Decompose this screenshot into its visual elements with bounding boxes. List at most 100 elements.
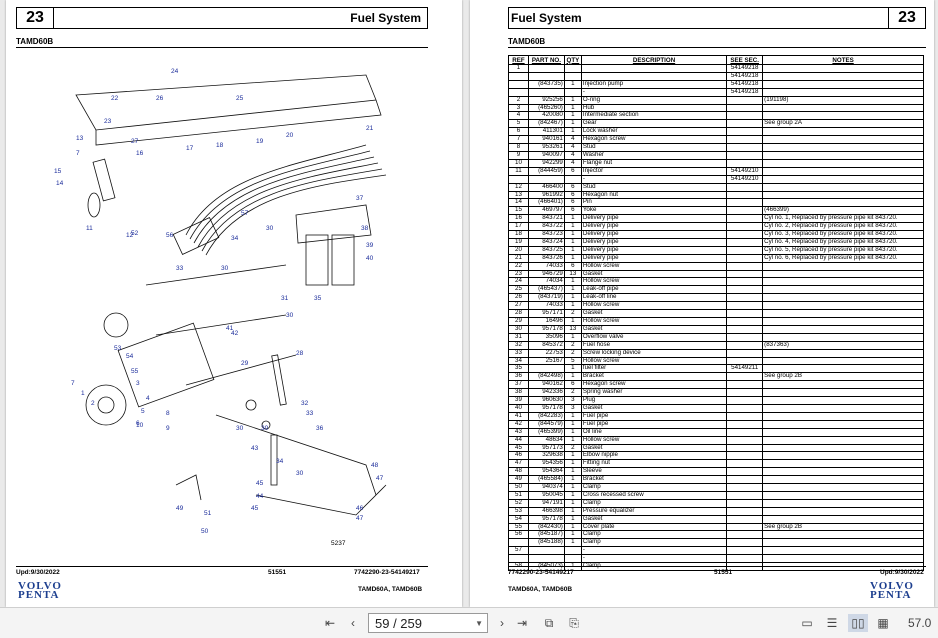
svg-text:6: 6 <box>136 420 140 427</box>
svg-text:34: 34 <box>231 235 239 242</box>
table-cell: 4 <box>508 111 529 121</box>
table-cell <box>508 554 529 564</box>
table-cell: 1 <box>563 498 582 508</box>
table-cell: 34 <box>508 356 529 366</box>
continuous-view-icon[interactable]: ☰ <box>826 616 838 630</box>
svg-text:47: 47 <box>376 475 384 482</box>
table-cell: (837363) <box>762 340 924 350</box>
table-cell: Injection pump <box>580 79 728 89</box>
models-label: TAMD60A, TAMD60B <box>508 586 573 593</box>
footer-divider <box>16 566 428 567</box>
table-cell: (465584) <box>527 475 565 485</box>
two-page-continuous-icon[interactable]: ▦ <box>877 616 889 630</box>
table-cell: 3 <box>563 396 582 405</box>
table-cell <box>726 332 764 342</box>
table-cell <box>527 174 565 184</box>
table-cell: 6 <box>508 127 529 137</box>
table-cell: 946729 <box>527 269 565 279</box>
table-cell <box>726 483 764 492</box>
table-cell: Washer <box>580 150 728 160</box>
table-cell <box>726 475 764 485</box>
table-cell <box>762 348 924 358</box>
table-cell: Cyl no. 5, Replaced by pressure pipe kit… <box>762 245 924 255</box>
table-cell <box>527 554 565 564</box>
table-cell: 1 <box>563 451 582 461</box>
table-cell: 411301 <box>527 127 565 137</box>
rotate-page-icon[interactable]: ⧉ <box>544 616 554 630</box>
prev-page-icon[interactable]: ‹ <box>351 616 355 630</box>
table-cell <box>580 71 728 81</box>
svg-text:41: 41 <box>226 325 234 332</box>
table-cell: 1 <box>563 95 582 105</box>
table-cell: Flange nut <box>580 158 728 168</box>
table-cell: 1 <box>563 538 582 548</box>
section-number: 23 <box>17 8 54 28</box>
table-cell <box>762 71 924 81</box>
table-cell: 56 <box>508 530 529 540</box>
table-cell: 843723 <box>527 230 565 239</box>
table-cell <box>762 538 924 548</box>
table-cell: fuel filter <box>580 364 728 374</box>
first-page-icon[interactable]: ⇤ <box>324 616 336 630</box>
svg-text:40: 40 <box>366 255 374 262</box>
table-cell: 942299 <box>527 158 565 168</box>
models-label: TAMD60A, TAMD60B <box>358 586 423 593</box>
svg-text:7: 7 <box>76 150 80 157</box>
table-cell <box>726 261 764 271</box>
zoom-level[interactable]: 57.0 <box>908 616 932 630</box>
table-cell: 24 <box>508 277 529 287</box>
table-cell: 961992 <box>527 190 565 200</box>
table-cell: (845187) <box>527 530 565 540</box>
table-cell: 6 <box>563 166 582 176</box>
table-cell: Overflow valve <box>580 332 728 342</box>
table-cell: Hollow screw <box>580 356 728 366</box>
next-page-icon[interactable]: › <box>500 616 504 630</box>
table-cell: (466399) <box>762 206 924 216</box>
model-label: TAMD60B <box>16 37 54 46</box>
page-selector[interactable]: 59 / 259 ▼ <box>368 613 488 633</box>
table-cell <box>762 182 924 192</box>
table-cell: Hollow screw <box>580 317 728 326</box>
table-cell: 33 <box>508 348 529 358</box>
table-cell: Elbow nipple <box>580 451 728 461</box>
table-cell <box>762 285 924 295</box>
table-cell: 843724 <box>527 237 565 247</box>
svg-text:34: 34 <box>276 458 284 465</box>
table-cell <box>726 396 764 405</box>
exploded-parts-diagram: 24 22 26 25 23 27 13 7 15 14 16 17 18 19… <box>54 68 387 547</box>
table-cell: 843721 <box>527 214 565 224</box>
table-cell: (465399) <box>527 427 565 437</box>
table-cell: 1 <box>563 277 582 287</box>
table-cell: - <box>580 87 728 97</box>
svg-text:53: 53 <box>114 345 122 352</box>
table-cell: 4 <box>563 150 582 160</box>
last-page-icon[interactable]: ⇥ <box>516 616 528 630</box>
table-cell <box>527 546 565 556</box>
two-page-view-icon[interactable]: ▯▯ <box>848 614 868 632</box>
table-cell: 1 <box>563 79 582 89</box>
single-page-view-icon[interactable]: ▭ <box>801 616 813 630</box>
table-cell <box>762 198 924 208</box>
catalog-ref: 7742290-23-54149217 <box>354 569 420 576</box>
svg-text:21: 21 <box>366 125 374 132</box>
catalog-ref: 7742290-23-54149217 <box>508 569 574 576</box>
table-cell: 954364 <box>527 467 565 477</box>
column-header: QTY <box>563 55 582 65</box>
table-cell <box>726 506 764 516</box>
table-cell <box>762 467 924 477</box>
table-cell <box>762 261 924 271</box>
copy-page-icon[interactable]: ⎘ <box>569 616 579 630</box>
table-cell: (844579) <box>527 419 565 429</box>
